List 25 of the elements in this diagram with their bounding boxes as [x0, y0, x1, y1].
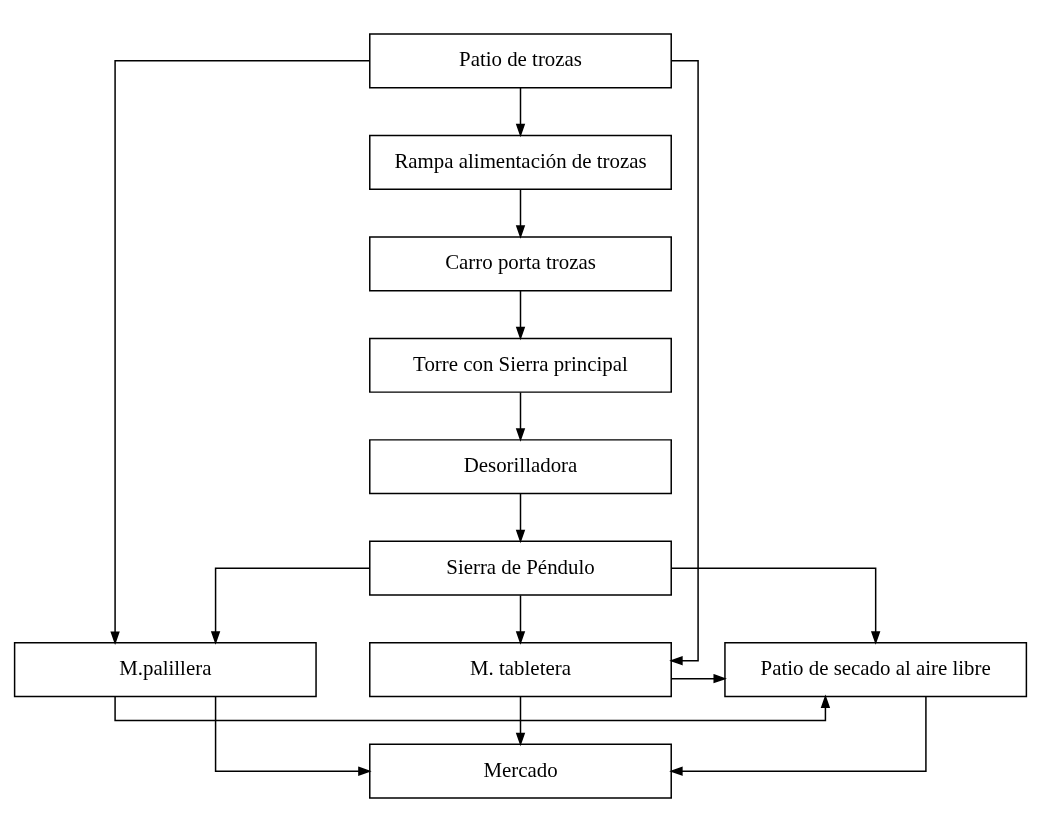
arrow	[670, 673, 727, 683]
node-box: Rampa alimentación de trozas	[369, 134, 672, 190]
node-box: Patio de secado al aire libre	[724, 641, 1028, 697]
node-box: Desorilladora	[369, 438, 672, 494]
node-box: M.palillera	[13, 641, 317, 697]
arrow	[515, 391, 526, 442]
arrow	[515, 289, 526, 340]
arrow	[669, 59, 699, 665]
arrow	[515, 86, 526, 137]
arrow	[669, 695, 927, 776]
arrow	[515, 188, 526, 239]
node-box: Sierra de Péndulo	[369, 540, 672, 596]
arrow	[210, 566, 371, 645]
arrow	[214, 695, 372, 776]
node-box: Torre con Sierra principal	[369, 337, 672, 393]
node-box: Carro porta trozas	[369, 235, 672, 291]
arrow	[114, 694, 831, 721]
arrow	[515, 594, 526, 645]
node-box: M. tabletera	[369, 641, 672, 697]
arrow	[670, 566, 881, 645]
arrow	[515, 492, 526, 543]
node-box: Mercado	[369, 743, 672, 799]
node-box: Patio de trozas	[369, 32, 672, 88]
arrow	[110, 59, 371, 645]
arrow	[515, 695, 526, 746]
